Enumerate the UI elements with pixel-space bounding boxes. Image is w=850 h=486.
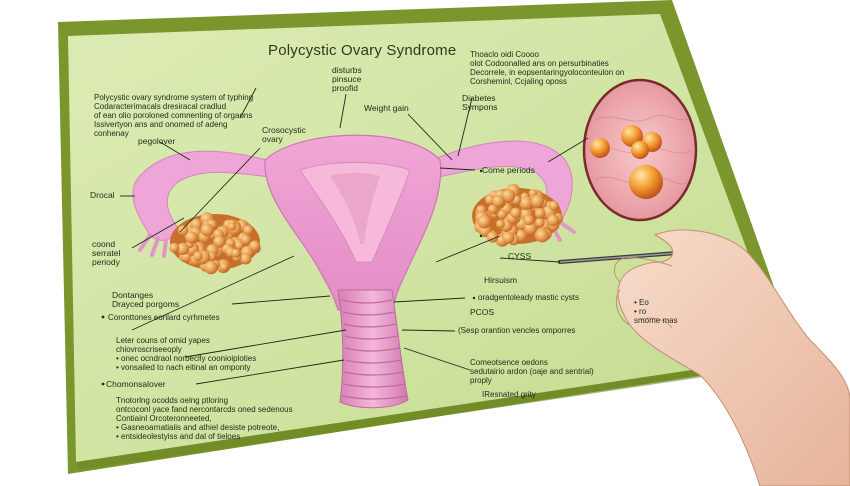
label-top-left-paragraph: Polycystic ovary syndrome system of typh… bbox=[94, 93, 254, 138]
ovary-cyst bbox=[204, 260, 218, 275]
follicle-cyst bbox=[629, 165, 663, 199]
ovary-cyst bbox=[510, 207, 522, 219]
ovary-cyst bbox=[249, 240, 261, 252]
ovary-cyst bbox=[492, 194, 505, 208]
ovary-cyst bbox=[496, 219, 505, 229]
label-dontanges-drayced-porgoms: Dontanges Drayced porgoms bbox=[112, 290, 180, 309]
label-cyss: CYSS bbox=[508, 251, 532, 261]
label-resnated-grity: IResnated grity bbox=[482, 390, 536, 399]
cervix bbox=[337, 289, 409, 409]
label-sesp-orantion-vencles-omporres: (Sesp orantion vencles omporres bbox=[458, 326, 576, 335]
label-left-middle-paragraph: Leter couns of omid yapes chiovroscrisee… bbox=[116, 336, 257, 372]
ovary-cyst bbox=[185, 231, 198, 244]
ovary-cyst bbox=[213, 235, 226, 248]
label-coond-serratel-periody: coond serratel periody bbox=[92, 239, 121, 267]
ovary-cyst bbox=[177, 225, 189, 236]
follicle-cyst bbox=[631, 141, 649, 159]
uterus-illustration bbox=[132, 134, 576, 409]
label-crosocystic-ovary: Crosocystic ovary bbox=[262, 125, 306, 144]
label-top-right-paragraph: Thoaclo oidi Coooo olot Codoonalled ans … bbox=[470, 50, 625, 86]
ovary-cyst bbox=[502, 231, 515, 244]
follicle-cyst bbox=[590, 138, 610, 158]
leader-lines bbox=[120, 87, 589, 385]
label-right-bullets: • Eo • ro smome mas bbox=[634, 298, 678, 325]
ovary-cyst bbox=[477, 215, 491, 229]
ovary-cyst bbox=[519, 196, 534, 211]
ovary-cyst bbox=[169, 242, 180, 253]
ovary-cyst bbox=[240, 253, 252, 265]
ovary-magnified-inset bbox=[582, 78, 698, 222]
label-diabetes-sympons: Diabetes Sympons bbox=[462, 93, 498, 112]
label-disturbs-pinsuce-proofid: disturbs pinsuce proofid bbox=[332, 65, 362, 93]
ovary-cyst bbox=[547, 214, 560, 227]
label-comeotsence-oedons: Comeotsence oedons sedutairio ardon (oaj… bbox=[470, 358, 594, 385]
diagram-title: Polycystic Ovary Syndrome bbox=[268, 42, 457, 59]
label-hirsuism: Hirsuism bbox=[484, 275, 518, 285]
ovary-cyst bbox=[240, 234, 252, 245]
label-pegolover: pegolover bbox=[138, 136, 176, 146]
ovary-cyst bbox=[530, 194, 545, 208]
ovary-cyst bbox=[227, 222, 236, 231]
left-fallopian-tube bbox=[132, 150, 281, 241]
board-bottom-shadow bbox=[76, 356, 790, 470]
label-chomonsalover: Chomonsalover bbox=[106, 379, 166, 389]
label-coronttones-eonlard-cyrhmetes: Coronttones eonlard cyrhmetes bbox=[108, 313, 220, 322]
ovary-cyst bbox=[243, 225, 254, 236]
label-come-periods: Come periods bbox=[482, 165, 535, 175]
ovary-cyst bbox=[534, 208, 546, 219]
ovary-cyst bbox=[176, 242, 190, 255]
ovary-cyst bbox=[231, 248, 241, 258]
ovary-cyst bbox=[497, 209, 508, 220]
ovary-cyst bbox=[535, 217, 545, 228]
label-pcos: PCOS bbox=[470, 307, 495, 317]
ovary-cyst bbox=[535, 228, 549, 243]
ovary-cyst bbox=[200, 223, 214, 237]
label-weight-gain: Weight gain bbox=[364, 103, 409, 113]
ovary-cyst bbox=[488, 204, 498, 214]
ovary-cyst bbox=[193, 251, 203, 261]
ovary-cyst bbox=[235, 241, 244, 250]
label-drocal: Drocal bbox=[90, 190, 115, 200]
ovary-cyst bbox=[523, 215, 535, 226]
hand-holding-pen bbox=[558, 229, 850, 486]
label-lower-left-paragraph: Tnotorlng ocodds oelng ptloring ontcocon… bbox=[116, 396, 293, 441]
ovary-cyst bbox=[501, 189, 516, 203]
ovary-cyst bbox=[219, 262, 229, 272]
ovary-cyst bbox=[548, 200, 559, 211]
label-oradgentoleady-mastic-cysts: oradgentoleady mastic cysts bbox=[478, 293, 579, 302]
